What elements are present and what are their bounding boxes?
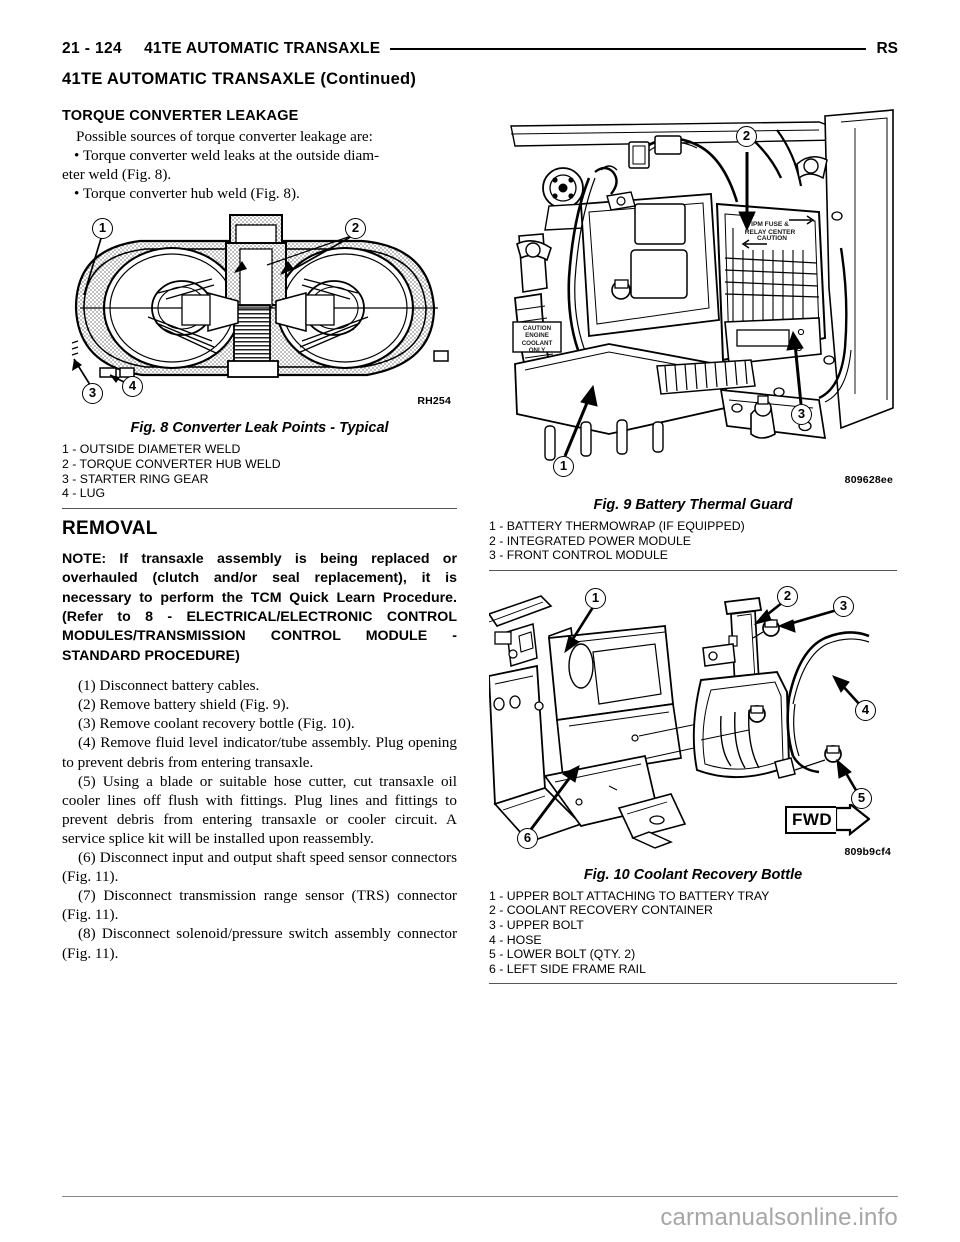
removal-step-2: (2) Remove battery shield (Fig. 9). xyxy=(78,696,290,714)
figure-8-illustration: 1 2 3 4 RH254 xyxy=(62,213,457,413)
header-rule xyxy=(390,47,867,50)
ipm-fuse-relay-label: IPM FUSE & RELAY CENTER xyxy=(735,221,805,236)
header-edition-code: RS xyxy=(876,40,898,57)
torque-leakage-bullet-2: • Torque converter hub weld (Fig. 8). xyxy=(74,185,300,203)
coolant-caution-label: CAUTION ENGINE COOLANT ONLY xyxy=(514,325,560,355)
removal-step-8: (8) Disconnect solenoid/pressure switch … xyxy=(62,925,457,962)
legend-item: 2 - COOLANT RECOVERY CONTAINER xyxy=(489,903,713,918)
fwd-label: FWD xyxy=(785,805,837,834)
bullet-1-line-1: • Torque converter weld leaks at the out… xyxy=(74,147,380,165)
torque-converter-cross-section-drawing xyxy=(71,214,449,389)
legend-item: 3 - STARTER RING GEAR xyxy=(62,471,209,486)
figure-9-legend: 1 - BATTERY THERMOWRAP (IF EQUIPPED) 2 -… xyxy=(489,519,897,563)
coolant-label-line-1: CAUTION xyxy=(522,325,552,332)
figure-8-caption: Fig. 8 Converter Leak Points - Typical xyxy=(130,420,389,437)
torque-leakage-intro: Possible sources of torque converter lea… xyxy=(76,128,373,145)
figure-10-callout-5: 5 xyxy=(851,787,872,809)
figure-9-callout-3: 3 xyxy=(791,404,812,425)
removal-heading: REMOVAL xyxy=(62,517,158,539)
page-number: 21 - 124 xyxy=(62,40,123,57)
figure-10-legend: 1 - UPPER BOLT ATTACHING TO BATTERY TRAY… xyxy=(489,889,897,977)
legend-item: 1 - BATTERY THERMOWRAP (IF EQUIPPED) xyxy=(489,519,745,533)
figure-9-image-code: 809628ee xyxy=(844,474,893,486)
figure-8-callout-4: 4 xyxy=(122,376,143,398)
legend-item: 2 - INTEGRATED POWER MODULE xyxy=(489,533,692,548)
figure-10-image-code: 809b9cf4 xyxy=(844,845,891,858)
legend-item: 5 - LOWER BOLT (QTY. 2) xyxy=(489,947,636,962)
figure-9-illustration: IPM FUSE & RELAY CENTER CAUTION CAUTION … xyxy=(489,108,897,490)
figure-10-callout-3: 3 xyxy=(833,595,854,617)
legend-item: 4 - HOSE xyxy=(489,932,542,947)
bullet-1-line-2: eter weld (Fig. 8). xyxy=(62,166,172,184)
page-header: 21 - 124 41TE AUTOMATIC TRANSAXLE RS xyxy=(62,36,898,62)
right-column: IPM FUSE & RELAY CENTER CAUTION CAUTION … xyxy=(489,108,897,993)
coolant-label-line-2: ENGINE xyxy=(525,332,549,340)
figure-9-callout-1: 1 xyxy=(553,456,574,477)
legend-item: 2 - TORQUE CONVERTER HUB WELD xyxy=(62,456,281,471)
legend-item: 3 - UPPER BOLT xyxy=(489,917,584,932)
figure-8-legend: 1 - OUTSIDE DIAMETER WELD 2 - TORQUE CON… xyxy=(62,442,457,500)
removal-step-5: (5) Using a blade or suitable hose cutte… xyxy=(62,772,457,847)
legend-item: 1 - UPPER BOLT ATTACHING TO BATTERY TRAY xyxy=(489,888,770,903)
figure-10-caption: Fig. 10 Coolant Recovery Bottle xyxy=(583,866,803,883)
site-watermark: carmanualsonline.info xyxy=(660,1204,898,1231)
figure-9-callout-2: 2 xyxy=(736,126,757,147)
removal-step-7: (7) Disconnect transmission range sensor… xyxy=(62,887,457,924)
section-divider xyxy=(489,569,897,571)
section-divider xyxy=(489,983,897,985)
figure-8-image-code: RH254 xyxy=(417,395,451,408)
removal-step-1: (1) Disconnect battery cables. xyxy=(78,677,260,695)
continued-heading: 41TE AUTOMATIC TRANSAXLE (Continued) xyxy=(62,70,417,88)
removal-step-3: (3) Remove coolant recovery bottle (Fig.… xyxy=(78,715,355,733)
torque-leakage-bullet-1: • Torque converter weld leaks at the out… xyxy=(62,146,457,184)
ipm-label-line-1: IPM FUSE & xyxy=(751,221,789,228)
ipm-caution-label: CAUTION xyxy=(756,235,788,242)
header-title: 41TE AUTOMATIC TRANSAXLE xyxy=(144,40,381,57)
fwd-direction-marker: FWD xyxy=(785,803,871,836)
removal-step-4: (4) Remove fluid level indicator/tube as… xyxy=(62,734,457,771)
figure-8-callout-1: 1 xyxy=(92,218,113,240)
section-divider xyxy=(62,507,457,509)
legend-item: 3 - FRONT CONTROL MODULE xyxy=(489,548,669,563)
removal-note: NOTE: If transaxle assembly is being rep… xyxy=(62,550,457,664)
left-column: TORQUE CONVERTER LEAKAGE Possible source… xyxy=(62,108,457,963)
fwd-arrow-icon xyxy=(836,803,871,836)
legend-item: 6 - LEFT SIDE FRAME RAIL xyxy=(489,961,646,976)
coolant-recovery-bottle-drawing xyxy=(489,594,870,849)
figure-8-callout-3: 3 xyxy=(82,383,103,405)
figure-10-illustration: 1 2 3 4 5 6 FWD 809b9cf4 xyxy=(489,580,897,860)
figure-10-callout-1: 1 xyxy=(585,587,606,609)
footer-divider xyxy=(62,1196,898,1197)
engine-bay-battery-drawing xyxy=(510,109,894,461)
torque-converter-leakage-heading: TORQUE CONVERTER LEAKAGE xyxy=(62,108,299,124)
figure-10-callout-6: 6 xyxy=(517,827,538,849)
figure-10-callout-4: 4 xyxy=(855,699,876,721)
figure-10-callout-2: 2 xyxy=(777,585,798,607)
figure-9-caption: Fig. 9 Battery Thermal Guard xyxy=(593,497,793,513)
coolant-label-line-3: COOLANT ONLY xyxy=(521,339,553,355)
legend-item: 1 - OUTSIDE DIAMETER WELD xyxy=(62,442,241,457)
removal-step-6: (6) Disconnect input and output shaft sp… xyxy=(62,849,457,886)
ipm-label-line-2: RELAY CENTER xyxy=(744,228,796,236)
figure-8-callout-2: 2 xyxy=(345,218,366,240)
legend-item: 4 - LUG xyxy=(62,486,106,501)
